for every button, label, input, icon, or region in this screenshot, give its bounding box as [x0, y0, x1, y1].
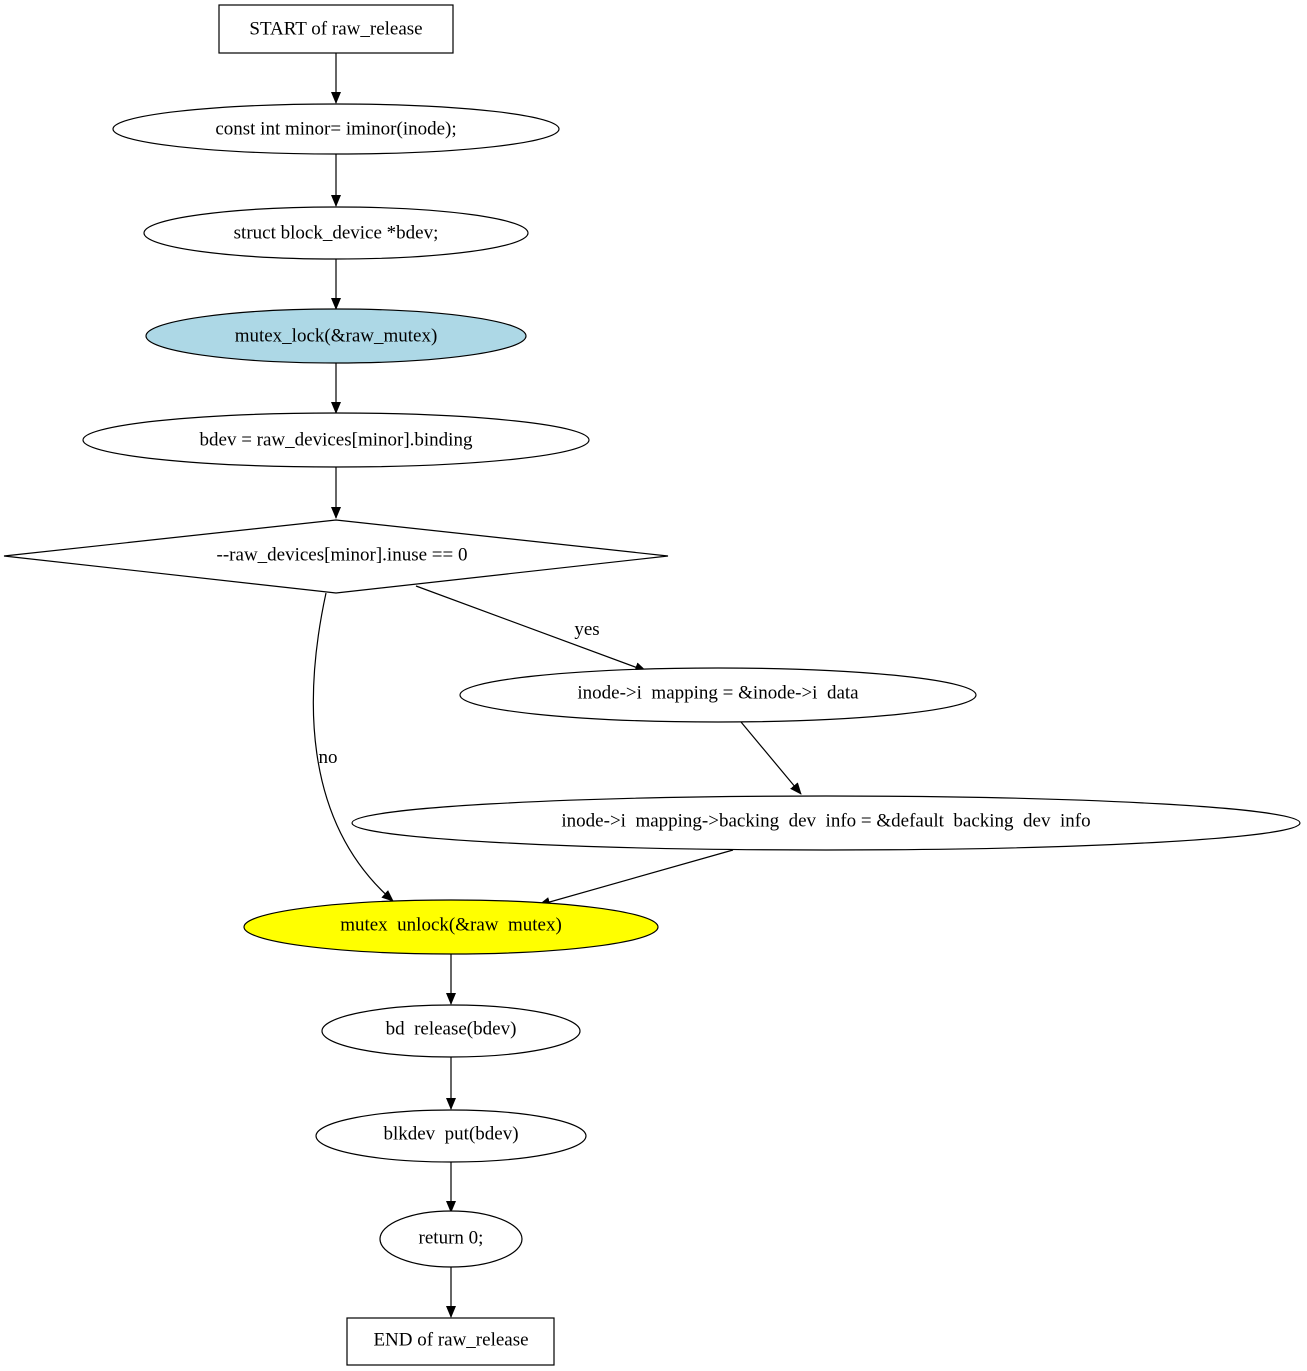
mutex-lock-ellipse	[145, 308, 527, 364]
bd-release-label: bd release(bdev)	[386, 1019, 517, 1040]
mutex-lock-label: mutex_lock(&raw_mutex)	[235, 326, 438, 347]
node-mapping-assign: inode->i mapping = &inode->i data	[459, 667, 977, 723]
mapping-assign-ellipse	[459, 667, 977, 723]
node-mutex-unlock: mutex unlock(&raw mutex)	[243, 899, 659, 955]
minor-decl-label: const int minor= iminor(inode);	[215, 119, 456, 140]
minor-decl-ellipse	[112, 103, 560, 155]
inuse-condition-diamond	[3, 519, 669, 594]
backing-dev-assign-ellipse	[351, 795, 1301, 851]
node-backing-dev-assign: inode->i mapping->backing dev info = &de…	[351, 795, 1301, 851]
return-ellipse	[379, 1210, 523, 1268]
blkdev-put-ellipse	[315, 1109, 587, 1163]
node-bdev-assign: bdev = raw_devices[minor].binding	[82, 412, 590, 468]
bdev-assign-label: bdev = raw_devices[minor].binding	[200, 430, 473, 451]
node-start: START of raw_release	[218, 4, 454, 54]
mapping-assign-label: inode->i mapping = &inode->i data	[577, 683, 859, 704]
node-bd-release: bd release(bdev)	[321, 1004, 581, 1058]
node-blkdev-put: blkdev put(bdev)	[315, 1109, 587, 1163]
node-end: END of raw_release	[346, 1317, 555, 1366]
node-minor-decl: const int minor= iminor(inode);	[112, 103, 560, 155]
edges	[312, 53, 802, 1318]
node-return: return 0;	[379, 1210, 523, 1268]
backing-dev-assign-label: inode->i mapping->backing dev info = &de…	[561, 811, 1090, 832]
end-box	[346, 1317, 555, 1366]
inuse-condition-label: --raw_devices[minor].inuse == 0	[217, 545, 468, 566]
end-label: END of raw_release	[373, 1330, 528, 1351]
start-box	[218, 4, 454, 54]
edge-label-no: no	[319, 747, 338, 768]
mutex-unlock-ellipse	[243, 899, 659, 955]
edge-n5-to-n6	[740, 721, 802, 795]
return-label: return 0;	[419, 1228, 484, 1249]
start-label: START of raw_release	[249, 19, 422, 40]
bdev-decl-ellipse	[143, 206, 529, 260]
edge-cond-to-n5	[415, 585, 647, 672]
node-bdev-decl: struct block_device *bdev;	[143, 206, 529, 260]
mutex-unlock-label: mutex unlock(&raw mutex)	[340, 915, 562, 936]
edge-n6-to-n7	[538, 849, 734, 907]
node-inuse-condition: --raw_devices[minor].inuse == 0	[3, 519, 669, 594]
edge-cond-to-n7	[312, 592, 394, 902]
bd-release-ellipse	[321, 1004, 581, 1058]
bdev-decl-label: struct block_device *bdev;	[234, 223, 439, 244]
edge-label-yes: yes	[574, 619, 599, 640]
bdev-assign-ellipse	[82, 412, 590, 468]
node-mutex-lock: mutex_lock(&raw_mutex)	[145, 308, 527, 364]
blkdev-put-label: blkdev put(bdev)	[383, 1124, 518, 1145]
